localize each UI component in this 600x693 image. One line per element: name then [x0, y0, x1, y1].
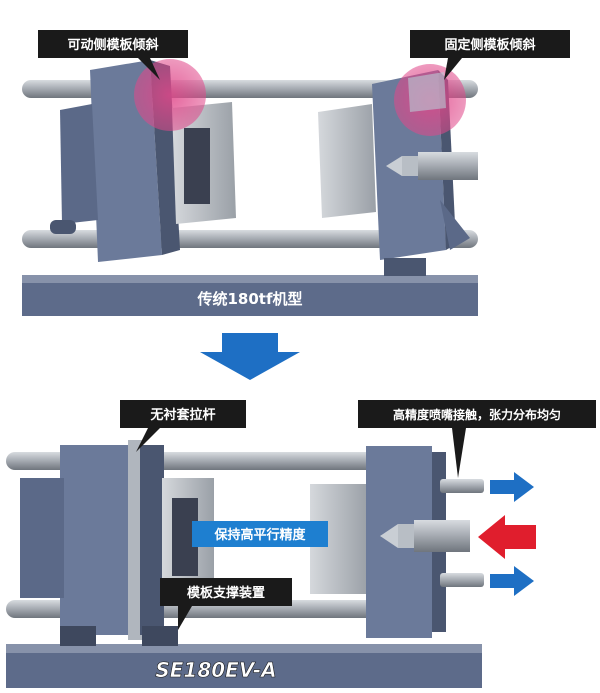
center-label-box: [192, 521, 328, 547]
se180ev-machine: 保持高平行精度 无衬套拉杆 高精度喷嘴接触，张力分布均匀 模板支撑装置 SE18…: [6, 400, 596, 688]
top-fixed-mold: [318, 104, 376, 218]
moving-platen-tilt-highlight: [134, 59, 206, 131]
bottom-injection-nozzle: [380, 520, 470, 552]
top-base-label: 传统180tf机型: [196, 290, 302, 308]
down-arrow-icon: [200, 333, 300, 380]
callout-tie-bar: 无衬套拉杆: [120, 400, 246, 452]
top-machine-base: [22, 282, 478, 316]
center-label-text: 保持高平行精度: [213, 527, 306, 543]
bottom-moving-platen: [20, 440, 164, 640]
callout-fixed-platen-tilt: 固定侧模板倾斜: [410, 30, 570, 80]
callout-moving-platen-tilt: 可动侧模板倾斜: [38, 30, 188, 80]
upper-clamp-cylinder: [440, 479, 484, 493]
callout-nozzle-text: 高精度喷嘴接触，张力分布均匀: [393, 407, 561, 422]
model-label: SE180EV-A: [155, 658, 276, 682]
blue-right-arrow-icon: [490, 566, 534, 596]
top-injection-nozzle: [386, 152, 478, 180]
callout-platen-support: 模板支撑装置: [160, 578, 292, 630]
callout-platen-support-text: 模板支撑装置: [187, 585, 265, 601]
callout-fixed-platen-tilt-text: 固定侧模板倾斜: [444, 37, 535, 53]
conventional-machine: 可动侧模板倾斜 固定侧模板倾斜 传统180tf机型: [22, 30, 570, 316]
blue-right-arrow-icon: [490, 472, 534, 502]
callout-moving-platen-tilt-text: 可动侧模板倾斜: [67, 37, 158, 53]
platen-support-device: [60, 626, 178, 646]
callout-nozzle: 高精度喷嘴接触，张力分布均匀: [358, 400, 596, 478]
bottom-machine-base: [6, 652, 482, 688]
lower-clamp-cylinder: [440, 573, 484, 587]
callout-tie-bar-text: 无衬套拉杆: [149, 407, 215, 423]
red-left-arrow-icon: [478, 515, 536, 559]
